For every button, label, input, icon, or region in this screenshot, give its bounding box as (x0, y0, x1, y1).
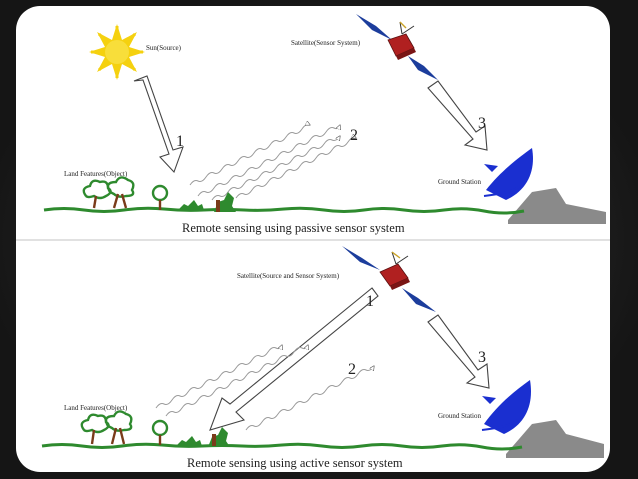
active-panel: Satellite(Source and Sensor System) 1 2 … (41, 246, 604, 470)
small-post-active (212, 434, 216, 446)
tree-icon (80, 410, 169, 445)
ground-station-building (508, 188, 606, 224)
small-post (216, 200, 220, 212)
shrubs-active (176, 427, 230, 447)
satellite-label: Satellite(Sensor System) (291, 39, 361, 47)
arrow-1-satellite-to-object (209, 287, 379, 431)
ground-station-label: Ground Station (438, 178, 481, 186)
step-3-label-active: 3 (478, 349, 486, 366)
sun-label: Sun(Source) (146, 44, 182, 52)
reflected-waves (189, 125, 356, 201)
ground-line-active (41, 442, 523, 451)
step-1-label-active: 1 (366, 293, 374, 310)
tree-icon (82, 176, 169, 210)
satellite-dish-icon (483, 148, 533, 200)
satellite-label-active: Satellite(Source and Sensor System) (237, 272, 340, 280)
arrow-3-satellite-to-ground-active (427, 314, 490, 389)
active-caption: Remote sensing using active sensor syste… (187, 456, 403, 470)
arrow-3-satellite-to-ground (427, 80, 488, 151)
step-2-label: 2 (350, 127, 358, 144)
satellite-icon (342, 246, 436, 312)
satellite-icon (356, 14, 438, 80)
passive-panel: Sun(Source) 1 2 Satellite(Sensor System)… (43, 14, 606, 235)
ground-station-building-active (506, 420, 604, 458)
step-1-label: 1 (176, 133, 184, 150)
ground-line (43, 206, 525, 215)
step-3-label: 3 (478, 115, 486, 132)
land-features-label-active: Land Features(Object) (64, 404, 128, 412)
passive-caption: Remote sensing using passive sensor syst… (182, 221, 405, 235)
reflected-waves-active (155, 345, 374, 431)
sun-icon (89, 24, 145, 80)
step-2-label-active: 2 (348, 361, 356, 378)
land-features-label: Land Features(Object) (64, 170, 128, 178)
ground-station-label-active: Ground Station (438, 412, 481, 420)
satellite-dish-icon (481, 380, 531, 434)
arrow-1-sun-to-object (133, 75, 184, 174)
